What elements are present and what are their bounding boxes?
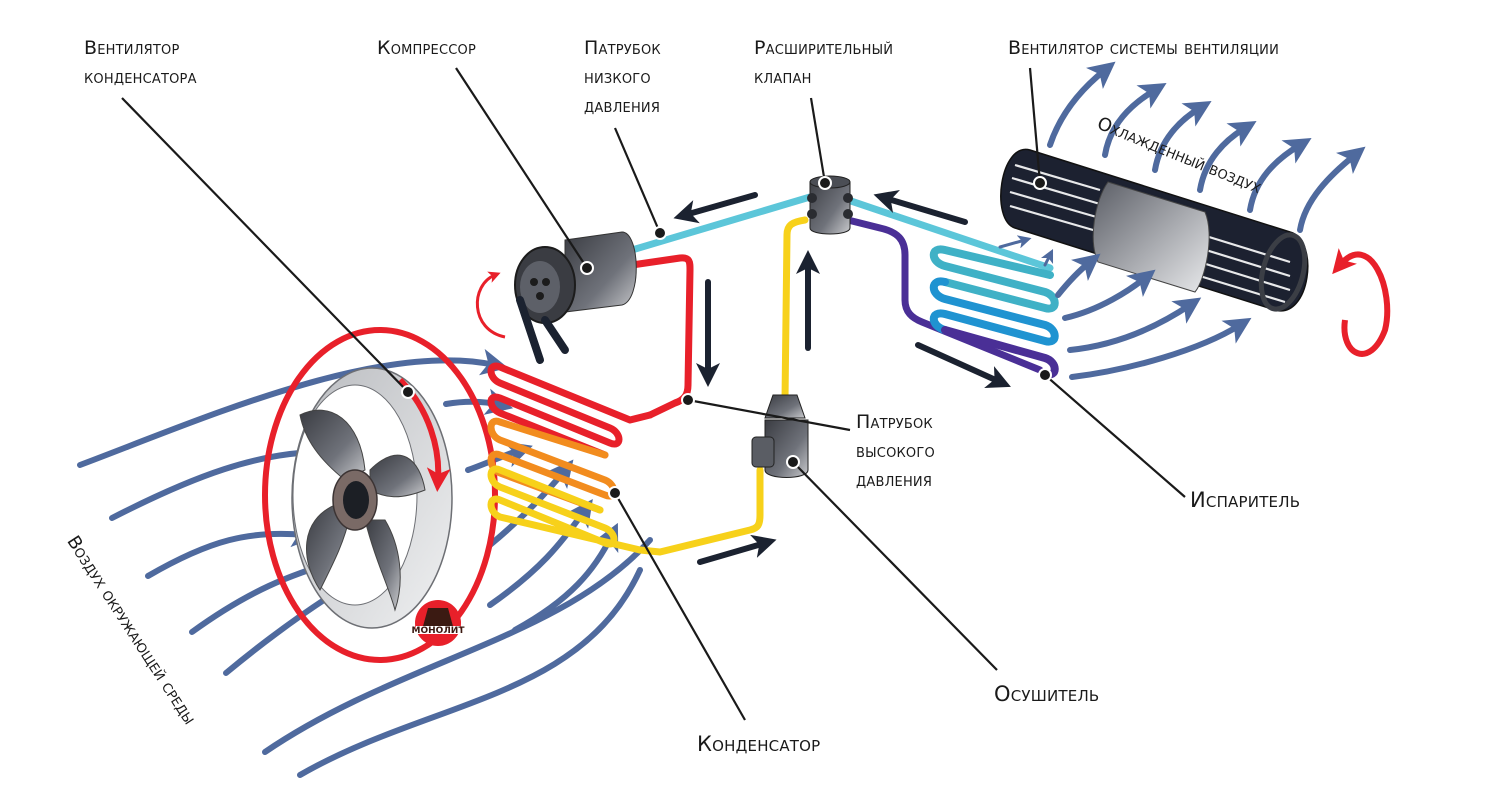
airflow-arrow	[465, 441, 533, 473]
label-ventilation-fan: Вентилятор системы вентиляции	[1008, 34, 1279, 63]
high-pressure-pipe	[628, 254, 694, 419]
airflow-arrow	[1152, 101, 1212, 173]
label-condenser: Конденсатор	[697, 730, 820, 759]
flow-arrow-icon	[697, 534, 777, 565]
cooled-airflow	[998, 61, 1366, 380]
leader-lines	[121, 67, 1186, 721]
airflow-arrow	[1297, 146, 1366, 233]
airflow-arrow	[1067, 297, 1202, 353]
blower-rotation-arrow-icon	[1332, 248, 1391, 357]
logo-text: МОНОЛИТ	[412, 626, 466, 636]
evaporator-coil	[929, 245, 1059, 379]
airflow-arrow	[262, 537, 653, 755]
airflow-arrow	[1102, 83, 1167, 158]
low-pressure-pipe	[628, 193, 814, 254]
condenser-fan	[262, 327, 498, 663]
label-line: Конденсатор	[697, 732, 821, 756]
airflow-arrow	[1040, 248, 1054, 267]
airflow-arrow	[1247, 138, 1312, 213]
label-line: Вентилятор системы вентиляции	[1008, 37, 1280, 59]
airflow-arrow	[1062, 269, 1156, 321]
airflow-arrow	[998, 235, 1032, 249]
label-line: давления	[584, 95, 661, 117]
label-line: конденсатора	[84, 66, 197, 88]
label-line: низкого	[584, 66, 651, 88]
label-evaporator: Испаритель	[1190, 486, 1300, 515]
ambient-airflow	[77, 348, 653, 778]
flow-direction-arrows	[673, 189, 1011, 565]
monolit-logo: МОНОЛИТ	[412, 600, 466, 646]
dryer	[751, 394, 809, 478]
label-high-pressure-pipe: Патрубок высокого давления	[856, 408, 935, 495]
airflow-arrow	[297, 567, 643, 778]
label-line: Компрессор	[377, 37, 476, 59]
label-line: Испаритель	[1190, 488, 1301, 512]
ventilation-fan	[1000, 148, 1391, 357]
label-line: давления	[856, 469, 933, 491]
label-low-pressure-pipe: Патрубок низкого давления	[584, 34, 661, 121]
compressor	[475, 231, 637, 364]
flow-arrow-icon	[673, 192, 758, 224]
label-line: высокого	[856, 440, 935, 462]
label-line: Патрубок	[584, 37, 661, 59]
suction-line	[844, 216, 1044, 374]
label-line: Патрубок	[856, 411, 933, 433]
airflow-arrow	[1069, 317, 1252, 380]
liquid-line	[636, 466, 764, 556]
liquid-line	[781, 216, 809, 404]
airflow-arrow	[145, 520, 319, 579]
airflow-arrow	[1055, 253, 1101, 298]
compressor-rotation-icon	[475, 271, 506, 339]
label-compressor: Компрессор	[377, 34, 476, 63]
label-expansion-valve: Расширительный клапан	[754, 34, 893, 92]
label-line: Осушитель	[994, 682, 1100, 706]
label-condenser-fan: Вентилятор конденсатора	[84, 34, 197, 92]
airflow-arrow	[1047, 61, 1116, 148]
condenser-coil	[487, 362, 654, 554]
airflow-arrow	[1197, 121, 1257, 193]
label-line: Расширительный	[754, 37, 894, 59]
leader-dots	[401, 176, 1052, 500]
label-dryer: Осушитель	[994, 680, 1099, 709]
fan-rotation-ring-icon	[262, 327, 498, 663]
airflow-arrow	[487, 499, 593, 608]
flow-arrow-icon	[915, 342, 1011, 389]
label-line: клапан	[754, 66, 812, 88]
flow-arrow-icon	[873, 189, 968, 225]
label-line: Вентилятор	[84, 37, 180, 59]
